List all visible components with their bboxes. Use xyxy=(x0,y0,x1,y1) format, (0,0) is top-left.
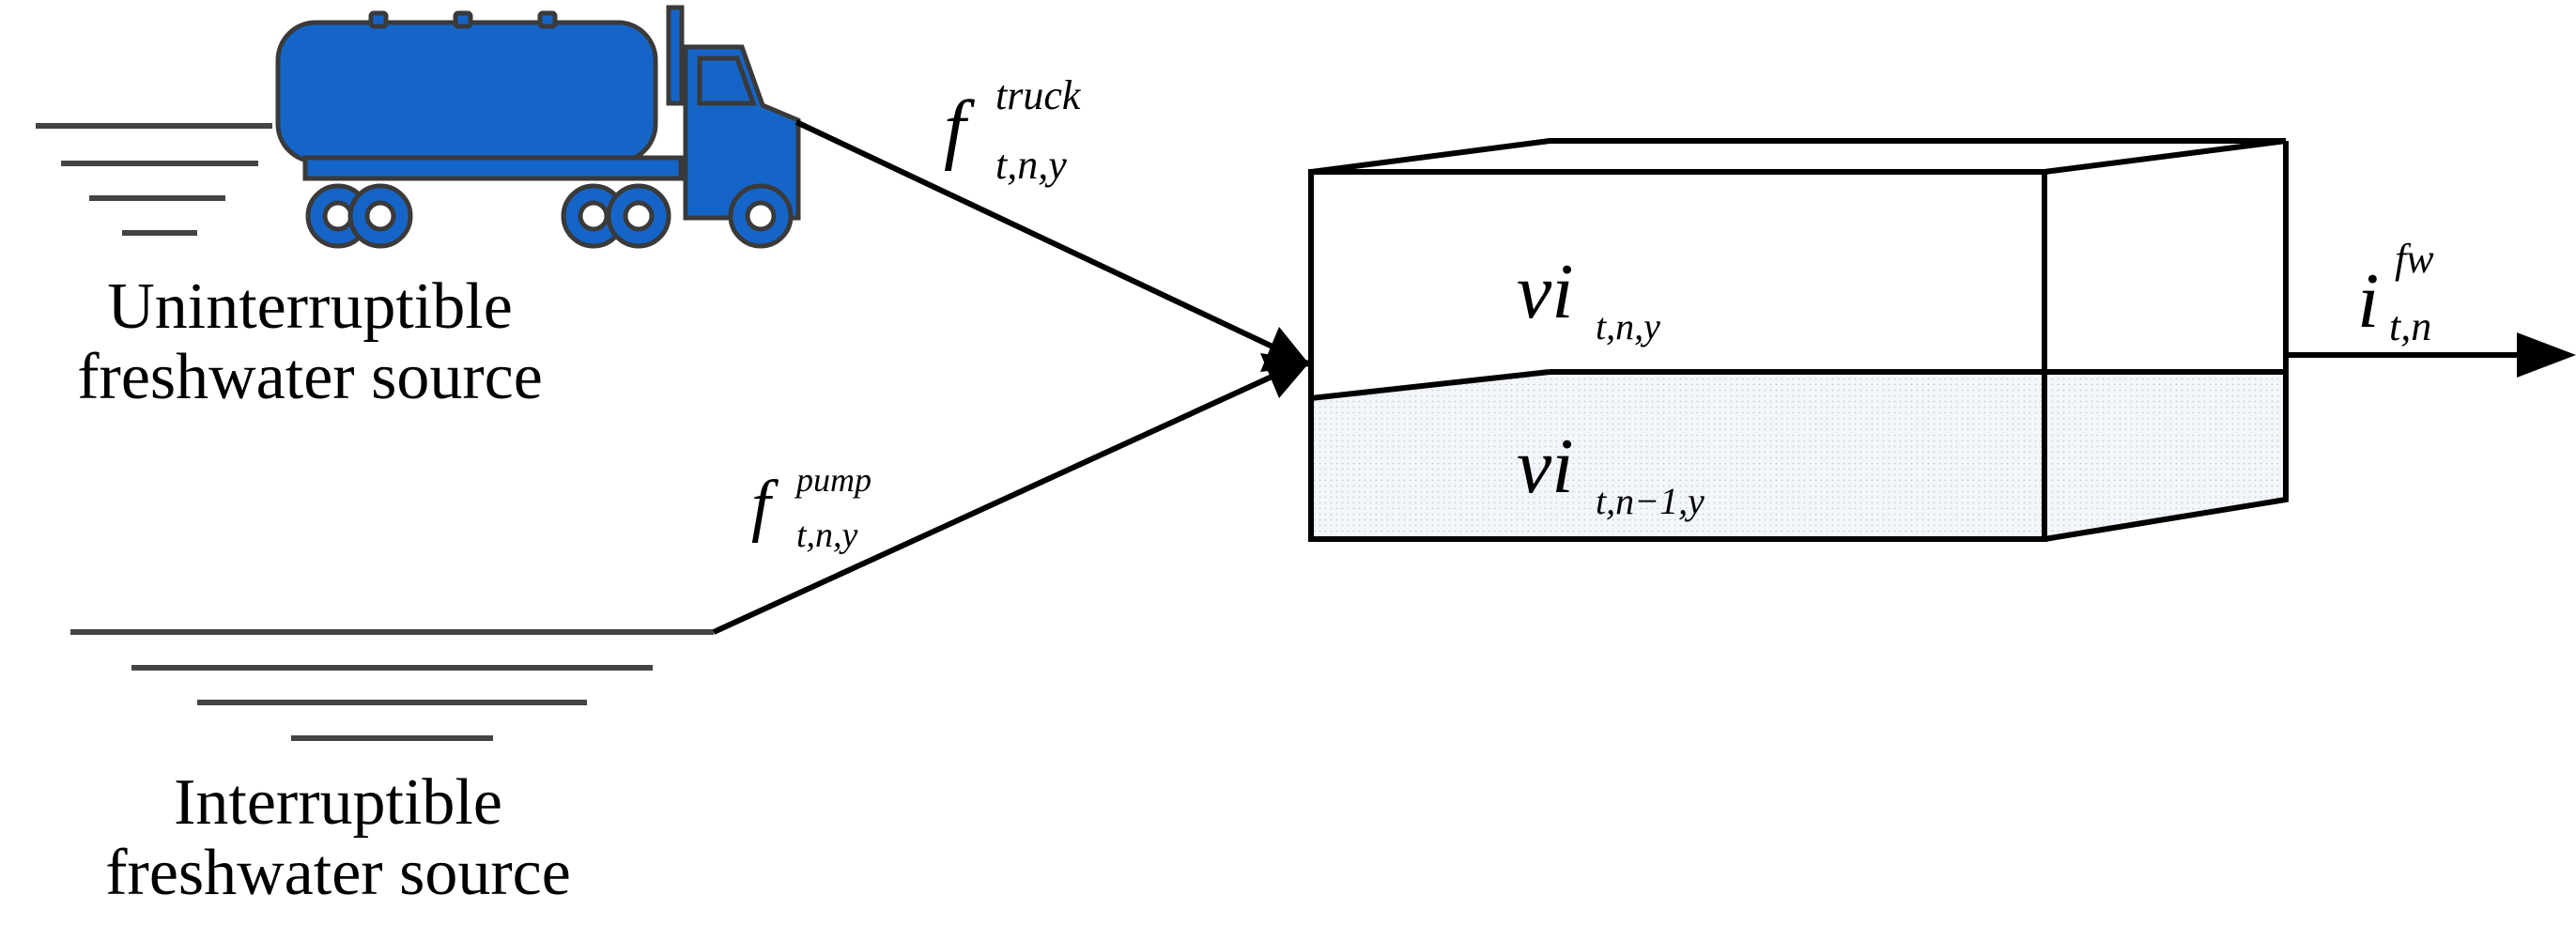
pump-flow-base: f xyxy=(751,467,771,544)
previous-storage-label: vi t,n−1,y xyxy=(1517,421,1761,524)
truck-flow-sub: t,n,y xyxy=(995,142,1067,188)
uninterruptible-water-level-icon xyxy=(36,123,272,236)
outflow-base: i xyxy=(2357,257,2380,345)
uninterruptible-source-line2: freshwater source xyxy=(77,340,543,413)
current-storage-label: vi t,n,y xyxy=(1517,246,1723,349)
truck-flow-sup: truck xyxy=(995,72,1081,118)
pump-flow-sup: pump xyxy=(796,461,872,499)
outflow-label: i fw t,n xyxy=(2357,236,2507,349)
uninterruptible-source-line1: Uninterruptible xyxy=(107,270,513,343)
pump-flow-sub: t,n,y xyxy=(796,516,858,555)
interruptible-water-level-icon xyxy=(70,629,714,741)
interruptible-source-line2: freshwater source xyxy=(105,836,571,909)
previous-storage-base: vi xyxy=(1517,423,1574,510)
uninterruptible-source-label: Uninterruptible freshwater source xyxy=(9,270,610,413)
outflow-sub: t,n xyxy=(2389,303,2432,349)
current-storage-base: vi xyxy=(1517,248,1574,335)
tanker-truck-icon xyxy=(275,5,801,249)
previous-storage-side-fill xyxy=(2044,372,2286,539)
pump-flow-label: f pump t,n,y xyxy=(751,461,939,569)
truck-flow-base: f xyxy=(944,85,966,172)
truck-flow-label: f truck t,n,y xyxy=(944,72,1160,197)
interruptible-source-line1: Interruptible xyxy=(174,766,502,839)
storage-tank xyxy=(1308,138,2289,542)
outflow-sup: fw xyxy=(2395,236,2434,282)
previous-storage-sub: t,n−1,y xyxy=(1596,480,1704,522)
previous-storage-fill xyxy=(1311,398,2044,539)
current-storage-sub: t,n,y xyxy=(1596,305,1660,347)
outflow-arrow xyxy=(2286,332,2576,378)
interruptible-source-label: Interruptible freshwater source xyxy=(38,766,639,909)
pump-flow-arrow xyxy=(712,353,1311,635)
